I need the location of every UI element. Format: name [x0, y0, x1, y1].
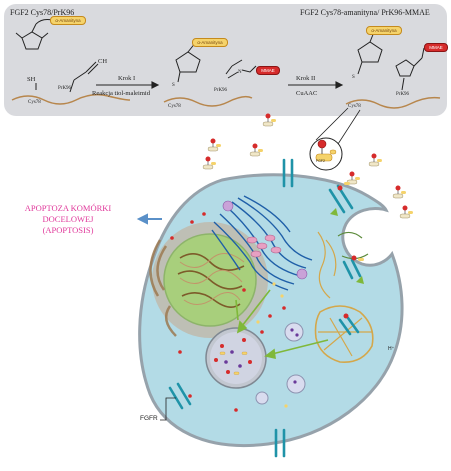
prk-label-middle: PrK96 [214, 88, 228, 93]
arrow-step-1 [96, 81, 160, 89]
cys-label-middle: Cys78 [168, 104, 181, 109]
prk-label-right: PrK96 [396, 92, 410, 97]
arrow-step-2 [288, 81, 344, 89]
cys-label-left: Cys78 [28, 100, 41, 105]
amanitin-tag-left: α-Amanityna [50, 16, 86, 25]
mmae-tag-middle: MMAE [256, 66, 280, 75]
outcome-line-3: (APOPTOSIS) [42, 225, 94, 235]
protein-backbone-right [345, 96, 441, 109]
proton-label: H⁺ [388, 346, 395, 352]
maleimide-reagent [15, 19, 53, 50]
step2-reaction: CuAAC [296, 90, 318, 97]
receptor-ligands [330, 182, 364, 319]
azide-label: N [238, 70, 242, 75]
final-conjugate [357, 31, 425, 77]
zoom-connector [315, 107, 361, 145]
cys-label-right: Cys78 [348, 104, 361, 109]
cytoplasm-particles [170, 212, 288, 412]
outcome-line-1: APOPTOZA KOMÓRKI [24, 203, 112, 213]
amanitin-tag-right: α-Amanityna [366, 26, 402, 35]
thiol-and-alkyne [35, 61, 99, 93]
fgfr-label: FGFR [140, 415, 158, 422]
succinimide-product [175, 41, 243, 83]
inset-fgf2-label: FGF2 [316, 159, 325, 163]
protein-backbone-left [11, 93, 131, 105]
step1-reaction: Reakcja tiol-maleimid [92, 90, 150, 97]
fgfr-receptors [168, 158, 362, 458]
azide-linker [241, 65, 257, 73]
outcome-line-2: DOCELOWEJ [42, 214, 94, 224]
actin-network [314, 231, 374, 363]
protein-backbone-middle [163, 95, 253, 107]
vesicles [255, 322, 306, 405]
alkyne-label: CH [98, 58, 108, 65]
lysosome [205, 327, 267, 389]
left-construct-title: FGF2 Cys78/PrK96 [10, 8, 75, 17]
chromosomes [246, 234, 282, 258]
free-conjugates [202, 113, 413, 219]
nucleus [152, 222, 268, 338]
sulfur-label-right: S [352, 75, 355, 80]
prk-label-left: PrK96 [58, 86, 72, 91]
step1-label: Krok I [118, 75, 136, 82]
fgfr-leader [160, 397, 176, 421]
thiol-label: SH [27, 76, 36, 83]
sulfur-label-middle: S [172, 83, 175, 88]
transport-arrows [235, 289, 329, 360]
right-construct-title: FGF2 Cys78-amanityna/ PrK96-MMAE [300, 8, 430, 17]
amanitin-tag-middle: α-Amanityna [192, 38, 228, 47]
step2-label: Krok II [296, 75, 316, 82]
mmae-tag-right: MMAE [424, 43, 448, 52]
inset-conjugate-icon [315, 139, 337, 162]
apoptosis-arrow [136, 213, 162, 225]
apoptosis-outcome: APOPTOZA KOMÓRKI DOCELOWEJ (APOPTOSIS) [8, 203, 128, 236]
endoplasmic-reticulum [149, 239, 177, 337]
centrosomes [222, 200, 308, 280]
